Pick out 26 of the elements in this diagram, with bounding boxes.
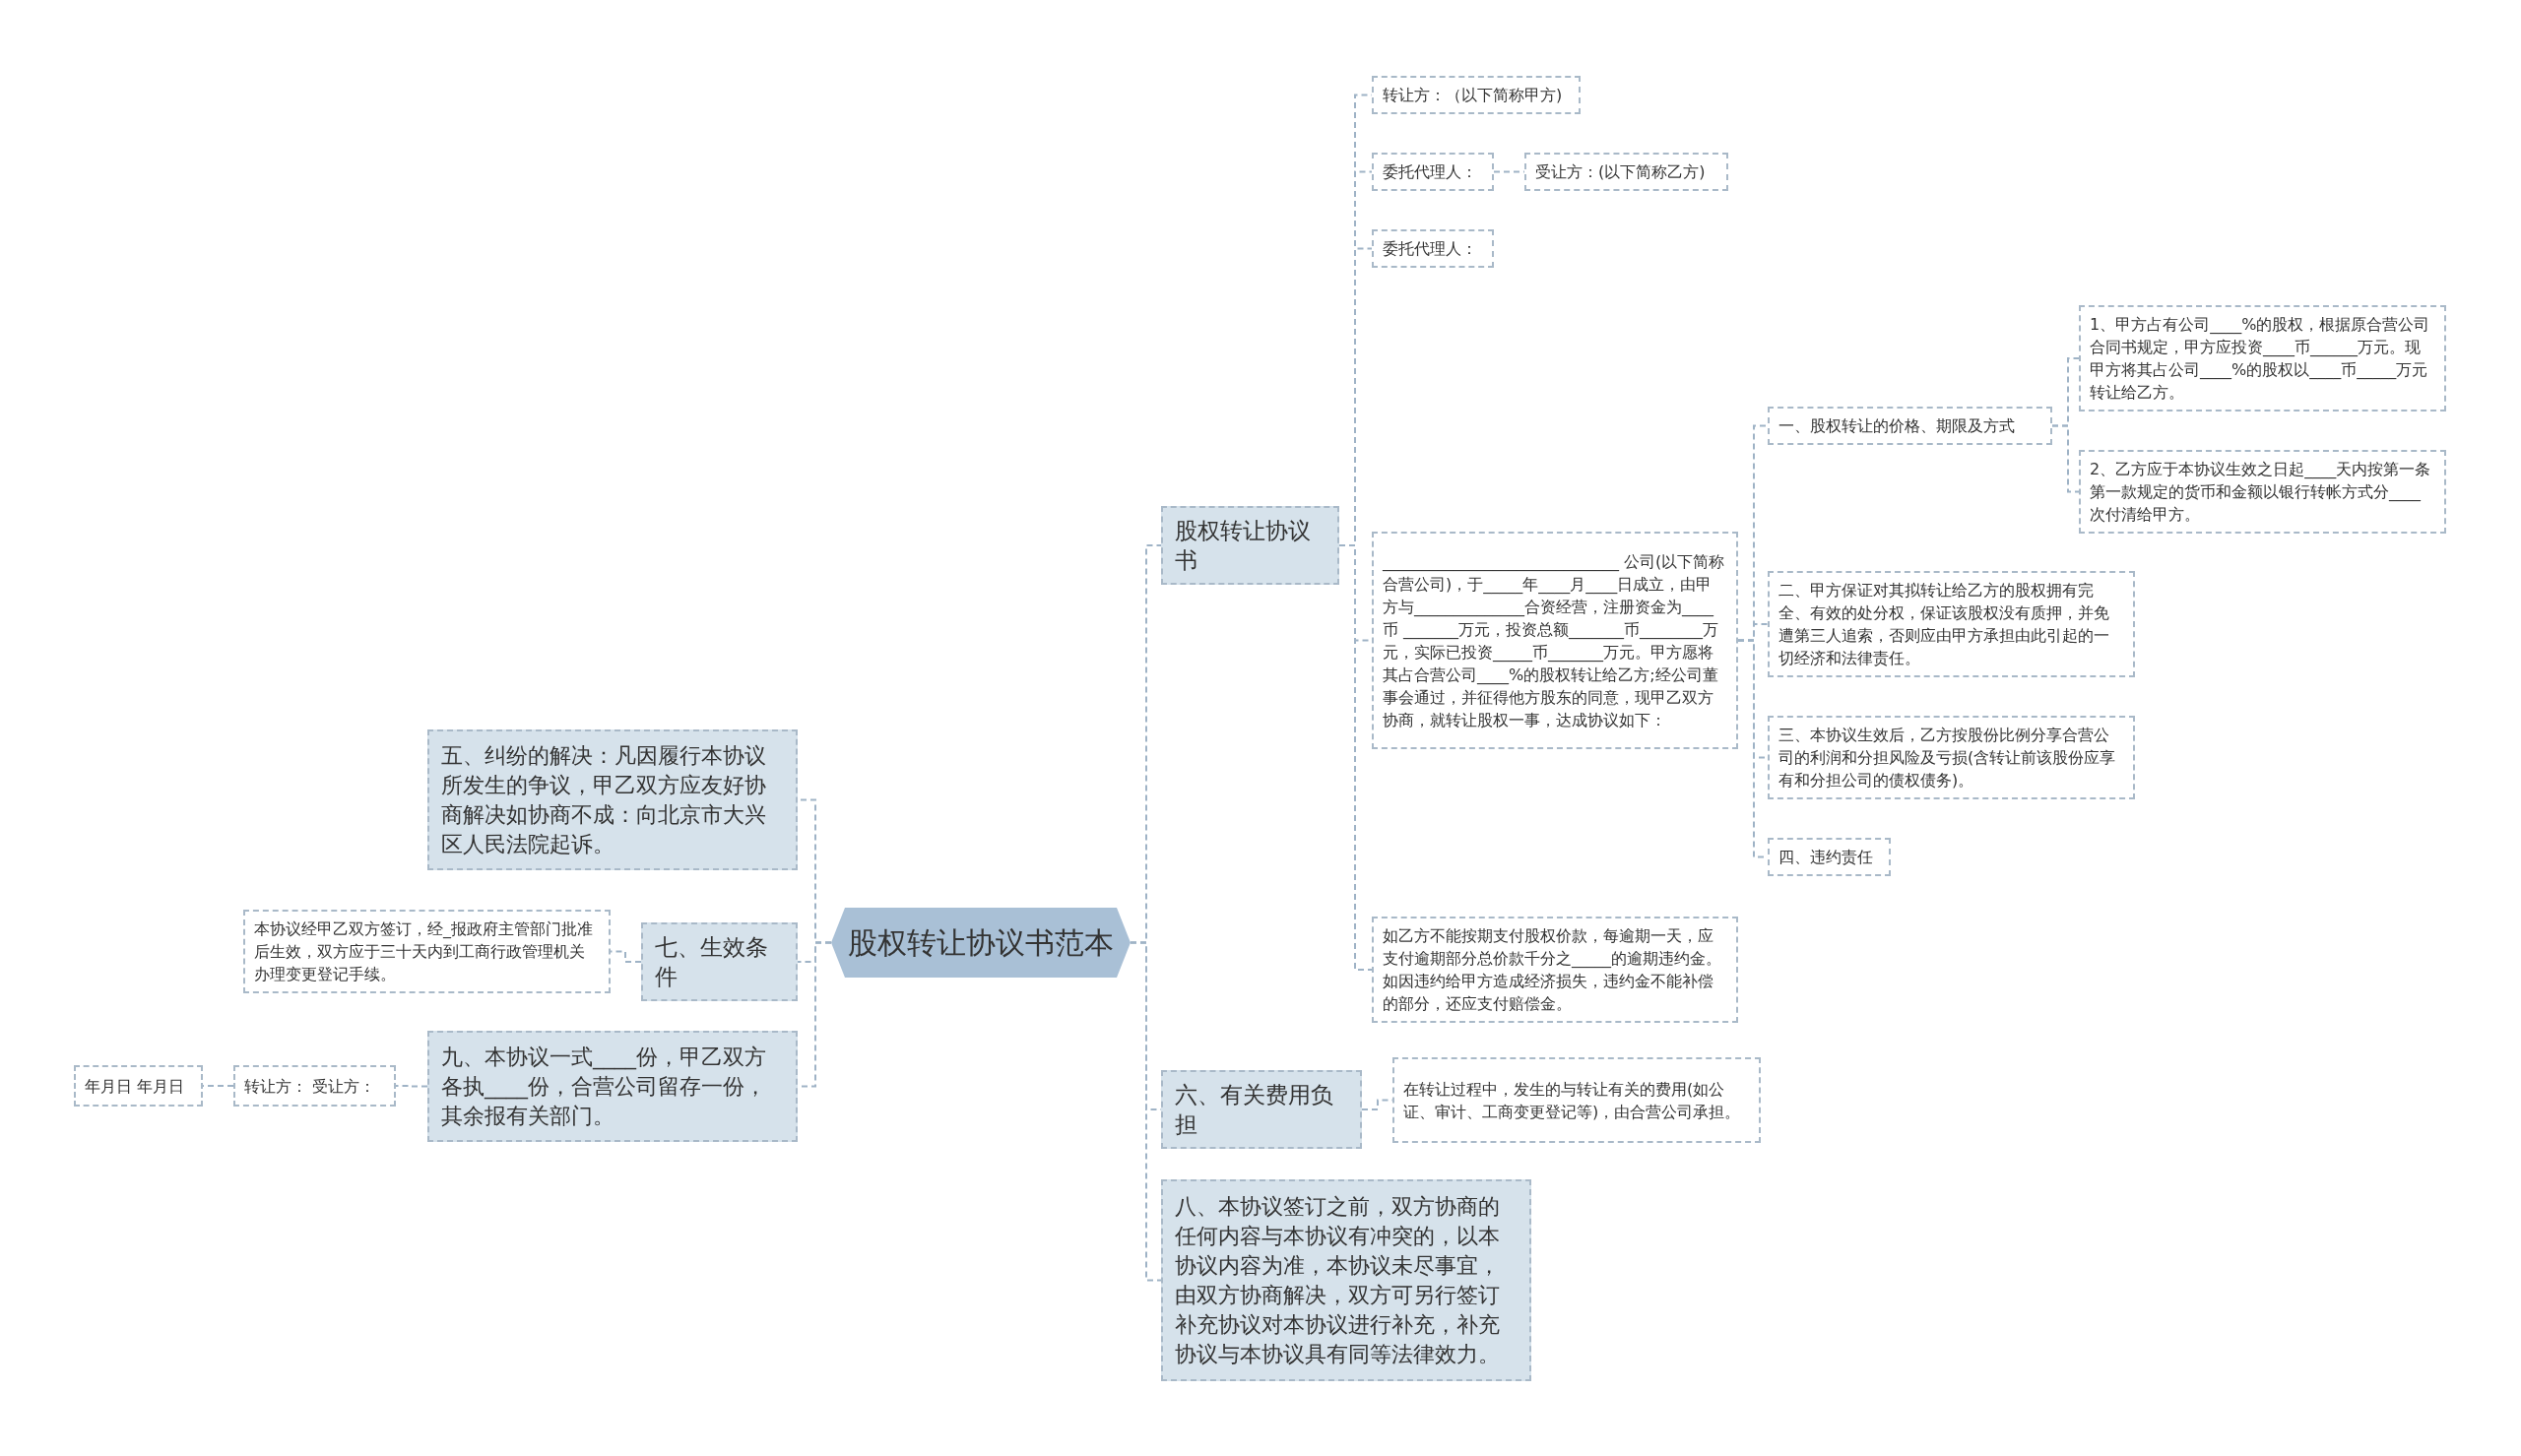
subtopic-box: 一、股权转让的价格、期限及方式 (1768, 407, 2052, 445)
subtopic-box: 2、乙方应于本协议生效之日起____天内按第一条第一款规定的货币和金额以银行转帐方式分____次付清给甲方。 (2079, 450, 2446, 534)
subtopic-box: 转让方： 受让方： (233, 1065, 396, 1107)
subtopic-box: 1、甲方占有公司____%的股权，根据原合营公司合同书规定，甲方应投资____币______万元。现甲方将其占公司____%的股权以____币_____万元转让给乙方。 (2079, 305, 2446, 411)
subtopic-box: 二、甲方保证对其拟转让给乙方的股权拥有完全、有效的处分权，保证该股权没有质押，并免遭第三人追索，否则应由甲方承担由此引起的一切经济和法律责任。 (1768, 571, 2135, 677)
topic-box: 八、本协议签订之前，双方协商的任何内容与本协议有冲突的，以本协议内容为准，本协议未尽事宜，由双方协商解决，双方可另行签订补充协议对本协议进行补充，补充协议与本协议具有同等法律效力。 (1161, 1179, 1531, 1381)
topic-box: 九、本协议一式____份，甲乙双方各执____份，合营公司留存一份，其余报有关部门。 (427, 1031, 798, 1142)
subtopic-box: 转让方：（以下简称甲方) (1372, 76, 1581, 114)
connector-line (2051, 424, 2080, 493)
topic-box: 六、有关费用负担 (1161, 1070, 1362, 1149)
topic-box: 五、纠纷的解决：凡因履行本协议所发生的争议，甲乙双方应友好协商解决如协商不成：向北京市大兴区人民法院起诉。 (427, 729, 798, 870)
subtopic-box: 本协议经甲乙双方签订，经_报政府主管部门批准后生效，双方应于三十天内到工商行政管理机关办理变更登记手续。 (243, 910, 611, 993)
topic-box: 七、生效条件 (641, 922, 798, 1001)
connector-line (395, 1085, 428, 1088)
central-topic: 股权转让协议书范本 (831, 908, 1131, 978)
subtopic-box: 四、违约责任 (1768, 838, 1891, 876)
subtopic-box: ______________________________ 公司(以下简称合营公司)，于_____年____月____日成立，由甲方与______________合资经营，注册资金为____币 _______万元，投资总额_______币________万元，实际已投资_____币_______万元。甲方愿将其占合营公司____%的股权转让给乙方;经公司董事会通过，并征得他方股东的同意，现甲乙双方协商，就转让股权一事，达成协议如下： (1372, 532, 1738, 749)
subtopic-box: 在转让过程中，发生的与转让有关的费用(如公证、审计、工商变更登记等)，由合营公司承担。 (1392, 1057, 1761, 1143)
subtopic-box: 委托代理人： (1372, 229, 1494, 268)
subtopic-box: 如乙方不能按期支付股权价款，每逾期一天，应支付逾期部分总价款千分之_____的逾期违约金。如因违约给甲方造成经济损失，违约金不能补偿的部分，还应支付赔偿金。 (1372, 917, 1738, 1023)
subtopic-box: 委托代理人： (1372, 153, 1494, 191)
topic-box: 股权转让协议书 (1161, 506, 1339, 585)
subtopic-box: 受让方：(以下简称乙方) (1524, 153, 1728, 191)
subtopic-box: 年月日 年月日 (74, 1065, 203, 1107)
connector-line (1130, 941, 1162, 1282)
subtopic-box: 三、本协议生效后，乙方按股份比例分享合营公司的利润和分担风险及亏损(含转让前该股份应享有和分担公司的债权债务)。 (1768, 716, 2135, 799)
